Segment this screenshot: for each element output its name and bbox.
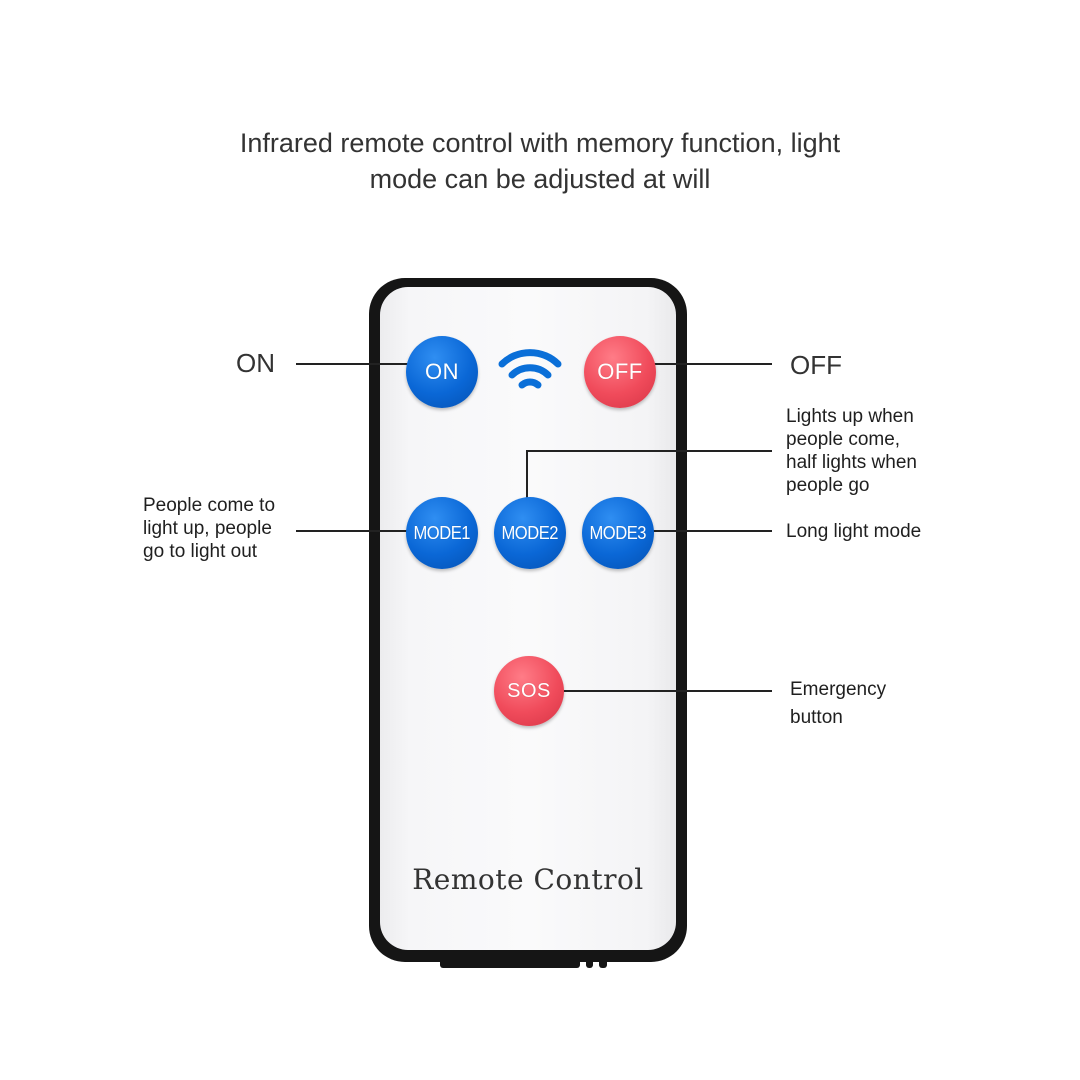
off-button[interactable]: OFF bbox=[584, 336, 656, 408]
on-leader-line bbox=[296, 363, 442, 365]
sos-leader-line bbox=[530, 690, 772, 692]
mode3-button[interactable]: MODE3 bbox=[582, 497, 654, 569]
headline-line-1: Infrared remote control with memory func… bbox=[239, 128, 841, 158]
sos-callout-line: button bbox=[790, 707, 843, 728]
on-button-label: ON bbox=[425, 359, 459, 384]
mode1-button[interactable]: MODE1 bbox=[406, 497, 478, 569]
off-callout: OFF bbox=[790, 350, 842, 380]
mode3-button-label: MODE3 bbox=[589, 522, 647, 543]
mode2-button-label: MODE2 bbox=[501, 522, 559, 543]
mode2-leader-horizontal bbox=[526, 450, 772, 452]
wifi-signal-icon bbox=[498, 349, 562, 389]
mode1-callout: People come to light up, people go to li… bbox=[143, 494, 275, 563]
mode2-leader-vertical bbox=[526, 450, 528, 530]
remote-brand-label: Remote Control bbox=[412, 863, 644, 896]
mode1-button-label: MODE1 bbox=[413, 522, 471, 543]
sos-callout: Emergency button bbox=[790, 676, 886, 732]
sos-callout-line: Emergency bbox=[790, 679, 887, 700]
on-callout: ON bbox=[236, 348, 275, 378]
mode2-callout-line: people come, bbox=[786, 429, 901, 450]
mode2-callout: Lights up when people come, half lights … bbox=[786, 405, 917, 497]
mode3-leader-line bbox=[620, 530, 772, 532]
mode2-callout-line: Lights up when bbox=[786, 406, 914, 427]
mode1-callout-line: go to light out bbox=[143, 541, 258, 562]
sos-button-label: SOS bbox=[507, 679, 551, 702]
mode1-callout-line: People come to bbox=[143, 495, 276, 516]
mode1-leader-line bbox=[296, 530, 442, 532]
mode2-callout-line: half lights when bbox=[786, 452, 917, 473]
on-button[interactable]: ON bbox=[406, 336, 478, 408]
mode2-button[interactable]: MODE2 bbox=[494, 497, 566, 569]
headline-line-2: mode can be adjusted at will bbox=[369, 164, 711, 194]
headline: Infrared remote control with memory func… bbox=[0, 125, 1080, 197]
off-button-label: OFF bbox=[597, 359, 643, 384]
off-leader-line bbox=[620, 363, 772, 365]
remote-connector bbox=[440, 958, 610, 970]
mode3-callout: Long light mode bbox=[786, 521, 922, 542]
mode1-callout-line: light up, people bbox=[143, 518, 272, 539]
mode2-callout-line: people go bbox=[786, 475, 870, 496]
sos-button[interactable]: SOS bbox=[494, 656, 564, 726]
